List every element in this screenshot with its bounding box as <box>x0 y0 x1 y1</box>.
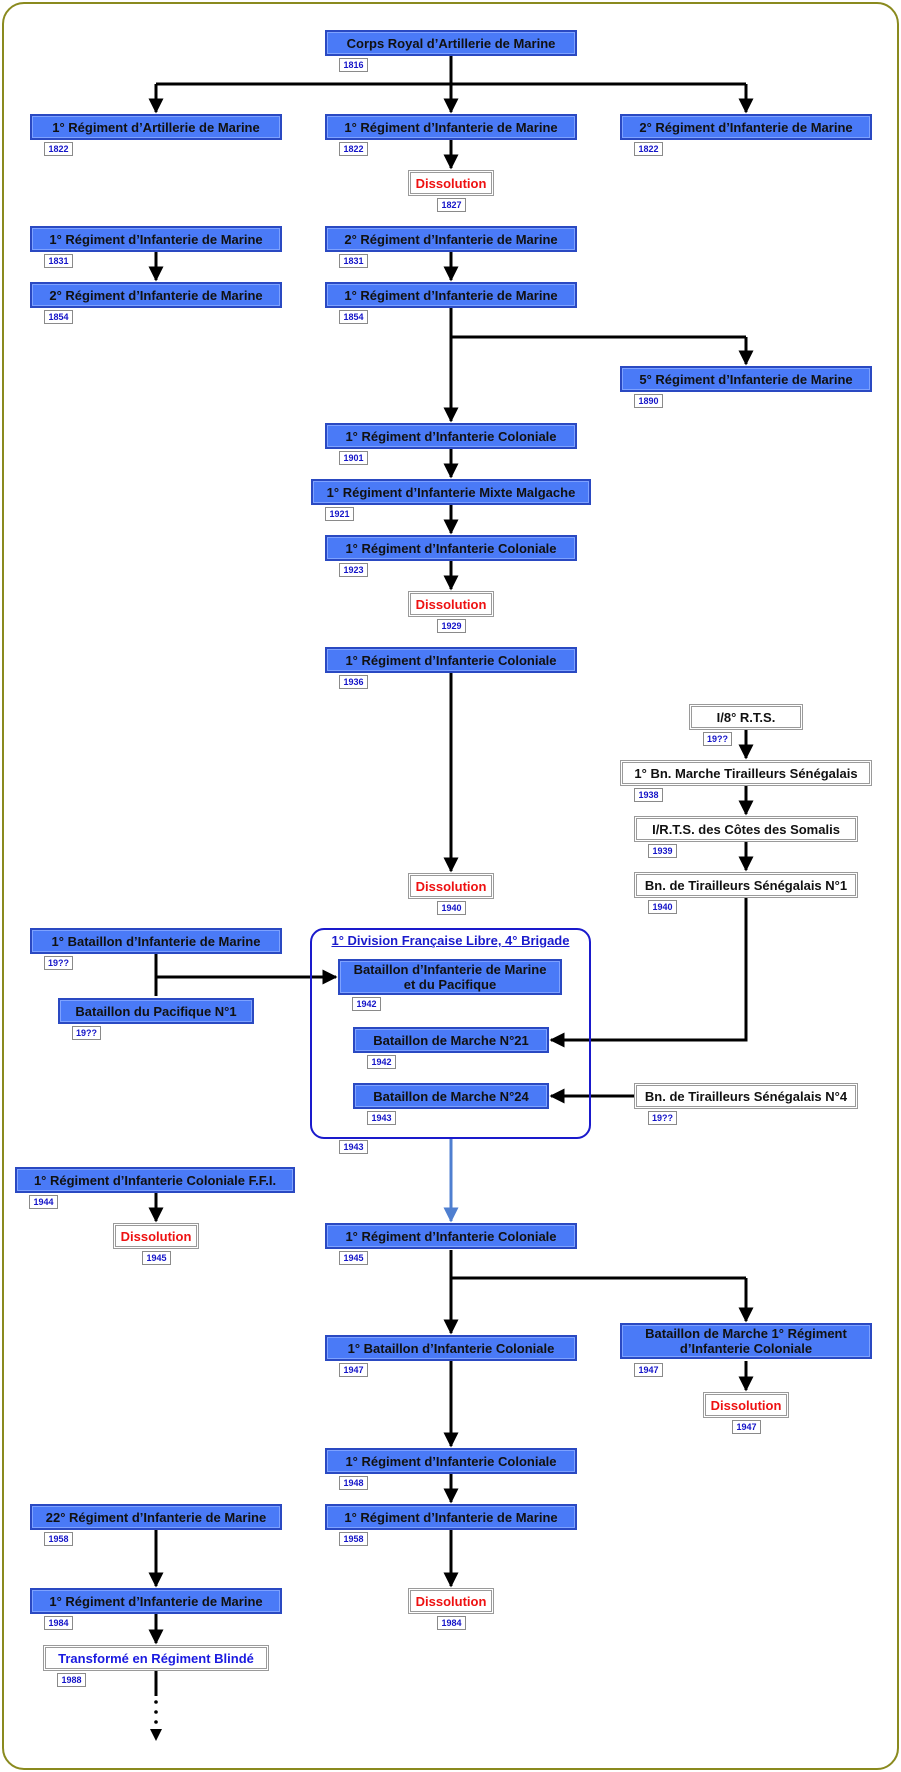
year-tag: 1822 <box>634 142 663 156</box>
dissolution-box: Dissolution <box>408 170 494 196</box>
transformation-box: Transformé en Régiment Blindé <box>43 1645 269 1671</box>
year-tag: 1831 <box>339 254 368 268</box>
unit-box: 2° Régiment d’Infanterie de Marine <box>325 226 577 252</box>
unit-box: Corps Royal d’Artillerie de Marine <box>325 30 577 56</box>
year-tag: 1901 <box>339 451 368 465</box>
unit-box: 1° Bn. Marche Tirailleurs Sénégalais <box>620 760 872 786</box>
unit-box: Bataillon de Marche N°24 <box>353 1083 549 1109</box>
year-tag: 1948 <box>339 1476 368 1490</box>
year-tag: 1942 <box>352 997 381 1011</box>
unit-box: 1° Bataillon d’Infanterie Coloniale <box>325 1335 577 1361</box>
unit-box: 1° Régiment d’Infanterie de Marine <box>30 1588 282 1614</box>
year-tag: 1938 <box>634 788 663 802</box>
unit-box: 1° Bataillon d’Infanterie de Marine <box>30 928 282 954</box>
year-tag: 19?? <box>703 732 732 746</box>
year-tag: 1958 <box>339 1532 368 1546</box>
year-tag: 19?? <box>44 956 73 970</box>
division-group-box <box>310 928 591 1139</box>
unit-box: 1° Régiment d’Infanterie Coloniale <box>325 1223 577 1249</box>
year-tag: 1943 <box>367 1111 396 1125</box>
year-tag: 1936 <box>339 675 368 689</box>
dissolution-box: Dissolution <box>703 1392 789 1418</box>
unit-box: 1° Régiment d’Infanterie de Marine <box>325 282 577 308</box>
year-tag: 1942 <box>367 1055 396 1069</box>
unit-box: I/R.T.S. des Côtes des Somalis <box>634 816 858 842</box>
year-tag: 1943 <box>339 1140 368 1154</box>
year-tag: 1947 <box>339 1363 368 1377</box>
year-tag: 1984 <box>437 1616 466 1630</box>
year-tag: 1816 <box>339 58 368 72</box>
unit-box: 2° Régiment d’Infanterie de Marine <box>30 282 282 308</box>
unit-box: Bataillon du Pacifique N°1 <box>58 998 254 1024</box>
year-tag: 1827 <box>437 198 466 212</box>
unit-box: 2° Régiment d’Infanterie de Marine <box>620 114 872 140</box>
year-tag: 1940 <box>648 900 677 914</box>
year-tag: 19?? <box>72 1026 101 1040</box>
year-tag: 1945 <box>142 1251 171 1265</box>
year-tag: 1940 <box>437 901 466 915</box>
unit-box: 1° Régiment d’Infanterie Coloniale <box>325 535 577 561</box>
unit-box: 1° Régiment d’Infanterie Mixte Malgache <box>311 479 591 505</box>
dissolution-box: Dissolution <box>408 873 494 899</box>
unit-box: Bataillon de Marche N°21 <box>353 1027 549 1053</box>
unit-box: Bn. de Tirailleurs Sénégalais N°4 <box>634 1083 858 1109</box>
year-tag: 1923 <box>339 563 368 577</box>
unit-box: 1° Régiment d’Infanterie de Marine <box>325 1504 577 1530</box>
unit-box: Bataillon de Marche 1° Régiment d’Infant… <box>620 1323 872 1359</box>
year-tag: 1831 <box>44 254 73 268</box>
year-tag: 1947 <box>732 1420 761 1434</box>
unit-box: 1° Régiment d’Infanterie Coloniale <box>325 423 577 449</box>
year-tag: 1958 <box>44 1532 73 1546</box>
year-tag: 1929 <box>437 619 466 633</box>
year-tag: 1822 <box>44 142 73 156</box>
dissolution-box: Dissolution <box>408 591 494 617</box>
unit-box: 1° Régiment d’Infanterie de Marine <box>325 114 577 140</box>
unit-box: Bn. de Tirailleurs Sénégalais N°1 <box>634 872 858 898</box>
unit-box: 1° Régiment d’Artillerie de Marine <box>30 114 282 140</box>
year-tag: 1854 <box>44 310 73 324</box>
year-tag: 1944 <box>29 1195 58 1209</box>
unit-box: 1° Régiment d’Infanterie de Marine <box>30 226 282 252</box>
year-tag: 1939 <box>648 844 677 858</box>
unit-box: I/8° R.T.S. <box>689 704 803 730</box>
unit-box: 1° Régiment d’Infanterie Coloniale F.F.I… <box>15 1167 295 1193</box>
unit-box: 5° Régiment d’Infanterie de Marine <box>620 366 872 392</box>
dissolution-box: Dissolution <box>113 1223 199 1249</box>
dissolution-box: Dissolution <box>408 1588 494 1614</box>
year-tag: 1921 <box>325 507 354 521</box>
unit-box: Bataillon d’Infanterie de Marine et du P… <box>338 959 562 995</box>
year-tag: 1854 <box>339 310 368 324</box>
year-tag: 1890 <box>634 394 663 408</box>
year-tag: 1822 <box>339 142 368 156</box>
year-tag: 1947 <box>634 1363 663 1377</box>
unit-box: 1° Régiment d’Infanterie Coloniale <box>325 1448 577 1474</box>
year-tag: 1945 <box>339 1251 368 1265</box>
year-tag: 1988 <box>57 1673 86 1687</box>
unit-box: 1° Régiment d’Infanterie Coloniale <box>325 647 577 673</box>
year-tag: 19?? <box>648 1111 677 1125</box>
year-tag: 1984 <box>44 1616 73 1630</box>
unit-box: 22° Régiment d’Infanterie de Marine <box>30 1504 282 1530</box>
division-group-title[interactable]: 1° Division Française Libre, 4° Brigade <box>331 933 570 948</box>
